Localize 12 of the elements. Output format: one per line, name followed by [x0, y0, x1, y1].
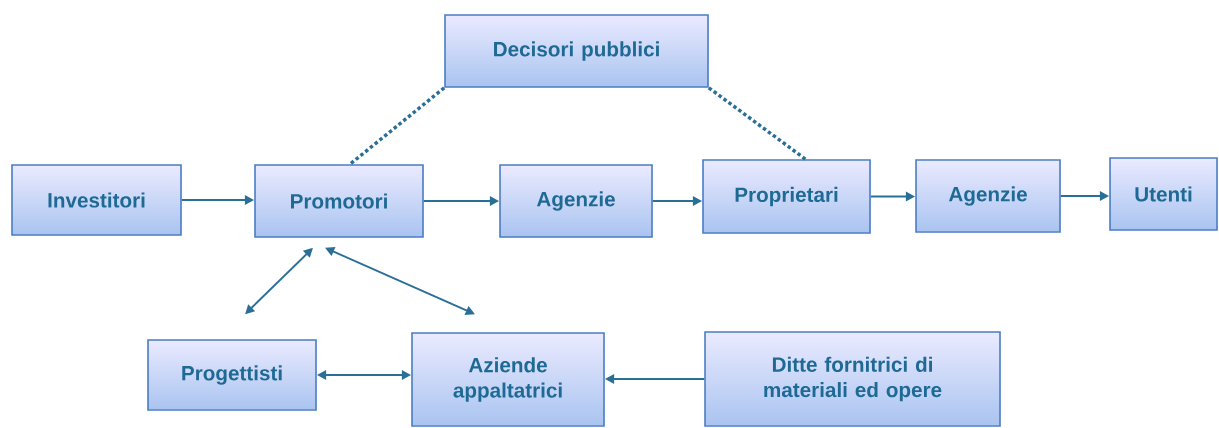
process-box: Decisori pubblici [444, 14, 709, 88]
process-box: Promotori [254, 164, 424, 238]
process-box: Utenti [1109, 157, 1218, 231]
connector-line [707, 86, 807, 161]
process-box: Aziende appaltatrici [411, 332, 605, 427]
process-box: Ditte fornitrici di materiali ed opere [704, 331, 1001, 427]
process-box: Agenzie [499, 164, 653, 238]
connector-line [348, 86, 446, 166]
process-box: Proprietari [702, 159, 871, 234]
process-box: Progettisti [147, 339, 317, 411]
process-box: Agenzie [915, 159, 1061, 233]
process-box: Investitori [11, 164, 182, 236]
